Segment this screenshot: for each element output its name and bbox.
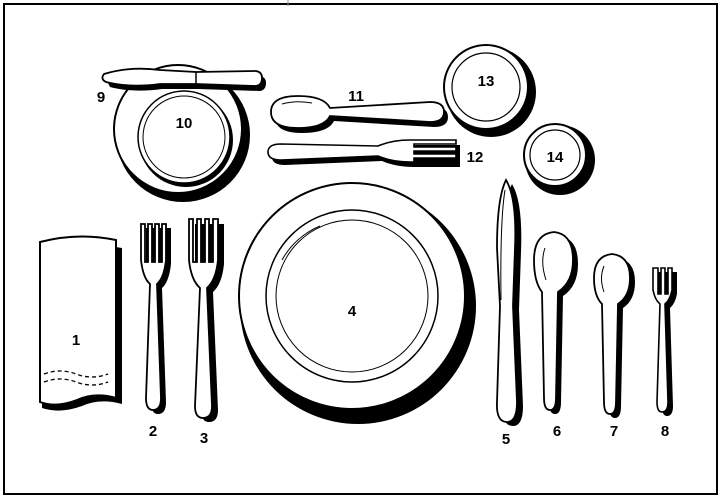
napkin bbox=[40, 236, 122, 410]
label-oyster-fork: 8 bbox=[661, 423, 669, 440]
label-teaspoon: 7 bbox=[610, 423, 618, 440]
label-glass-13: 13 bbox=[478, 73, 495, 90]
label-salad-fork: 2 bbox=[149, 423, 157, 440]
label-butter-knife: 9 bbox=[97, 89, 105, 106]
label-glass-14: 14 bbox=[547, 149, 564, 166]
butter-knife bbox=[102, 69, 266, 91]
label-dessert-spoon: 11 bbox=[348, 88, 364, 105]
dinner-knife bbox=[497, 180, 523, 426]
label-dinner-fork: 3 bbox=[200, 430, 208, 447]
label-dinner-knife: 5 bbox=[502, 431, 510, 448]
label-napkin: 1 bbox=[72, 332, 80, 349]
label-dessert-fork: 12 bbox=[467, 149, 484, 166]
label-bread-plate: 10 bbox=[176, 115, 193, 132]
label-dinner-plate: 4 bbox=[348, 303, 357, 320]
label-soup-spoon: 6 bbox=[553, 423, 561, 440]
